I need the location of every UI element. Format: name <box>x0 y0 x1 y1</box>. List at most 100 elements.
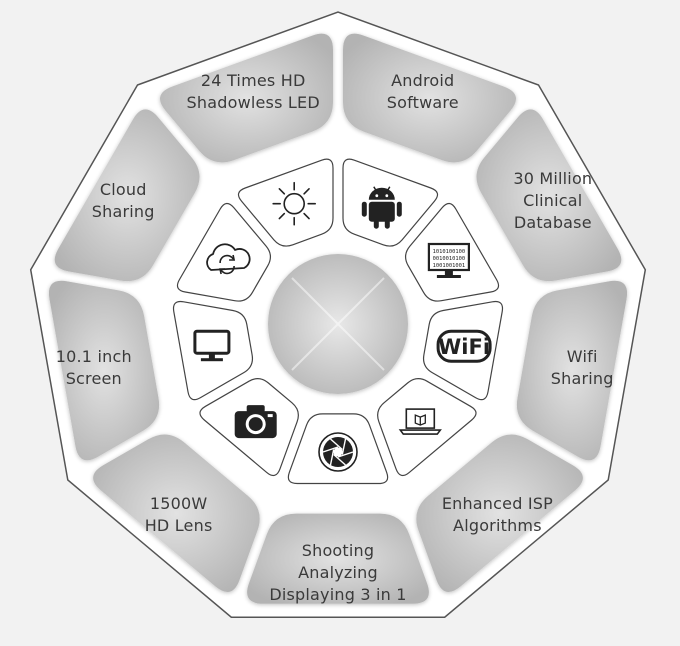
aperture-ring <box>318 432 358 472</box>
tile-screen <box>172 300 254 401</box>
tile-isp <box>377 378 477 477</box>
tile-cloud <box>176 202 271 302</box>
segment-lens <box>93 434 260 593</box>
label-line: Sharing <box>551 369 614 388</box>
android-eye <box>385 194 389 198</box>
laptop-base <box>398 429 442 435</box>
segment-led <box>159 33 333 163</box>
segment-android <box>343 33 517 163</box>
label-line: Analyzing <box>298 563 378 582</box>
label-line: Enhanced ISP <box>442 494 553 513</box>
aperture-blade <box>341 438 347 455</box>
camera-lens <box>248 417 263 432</box>
android-arm <box>396 201 402 217</box>
sync-arrowhead <box>219 268 226 275</box>
tile-database <box>405 202 500 302</box>
laptop-book-glyph <box>414 414 426 426</box>
monitor-base <box>436 275 461 278</box>
android-arm <box>361 201 367 217</box>
label-line: 10.1 inch <box>56 347 132 366</box>
camera-icon <box>234 405 277 439</box>
label-line: Screen <box>66 369 122 388</box>
wifi-badge <box>436 329 492 363</box>
label-line: Displaying 3 in 1 <box>269 585 406 604</box>
label-line: Clinical <box>523 191 582 210</box>
tile-led <box>237 158 334 247</box>
label-line: Wifi <box>567 347 598 366</box>
hub-highlight <box>291 277 385 371</box>
label-line: 30 Million <box>513 169 592 188</box>
aperture-icon <box>318 432 358 472</box>
code-line: 1001001001 <box>433 263 465 269</box>
label-led: 24 Times HD Shadowless LED <box>187 71 320 112</box>
sync-arrow <box>219 254 234 264</box>
label-line: Android <box>391 71 454 90</box>
label-line: Software <box>387 93 459 112</box>
android-antenna <box>386 186 391 193</box>
wifi-icon: WiFi <box>436 329 492 363</box>
segment-screen <box>48 280 160 461</box>
monitor-icon <box>193 329 231 362</box>
hub-diagonal <box>291 277 385 371</box>
sync-arrow <box>220 265 235 275</box>
camera-flash <box>267 414 273 418</box>
android-eye <box>375 194 379 198</box>
label-line: 24 Times HD <box>201 71 306 90</box>
label-line: Shooting <box>302 541 375 560</box>
laptop-screen <box>405 408 436 429</box>
monitor-neck <box>444 270 453 275</box>
sync-arrowhead <box>229 254 236 261</box>
tile-wifi <box>422 300 504 401</box>
label-line: Database <box>514 213 592 232</box>
cloud-sync-icon <box>206 243 251 275</box>
label-line: Shadowless LED <box>187 93 320 112</box>
segment-wifi <box>516 280 628 461</box>
laptop-icon <box>398 408 442 435</box>
android-leg <box>384 219 390 229</box>
camera-top <box>246 405 265 413</box>
segment-database <box>476 109 622 282</box>
aperture-blade <box>322 446 339 453</box>
aperture-blade <box>329 449 335 466</box>
label-line: Sharing <box>92 202 155 221</box>
aperture-blade <box>337 451 354 458</box>
segment-shooting <box>247 513 429 604</box>
label-line: Cloud <box>100 180 147 199</box>
sun-icon <box>272 181 317 226</box>
android-leg <box>373 219 379 229</box>
code-line: 0010010100 <box>433 256 465 262</box>
code-line: 1010100100 <box>433 249 465 255</box>
label-lens: 1500W HD Lens <box>145 494 213 535</box>
android-head <box>368 187 395 200</box>
segment-cloud <box>54 109 200 282</box>
android-icon <box>361 186 402 229</box>
aperture-blade <box>330 438 343 451</box>
label-line: Algorithms <box>453 516 542 535</box>
sun-core <box>283 192 306 215</box>
sun-ray <box>303 212 310 220</box>
android-antenna <box>373 186 378 193</box>
aperture-blade <box>333 453 346 466</box>
label-isp: Enhanced ISP Algorithms <box>442 494 553 535</box>
label-line: 1500W <box>150 494 208 513</box>
label-line: HD Lens <box>145 516 213 535</box>
segment-isp <box>416 434 583 593</box>
sun-ray <box>278 188 286 195</box>
cloud-outline <box>206 243 251 271</box>
aperture-center <box>333 447 343 457</box>
monitor-base <box>200 358 223 362</box>
sun-ray <box>303 188 310 195</box>
sun-ray <box>278 212 286 220</box>
android-body <box>368 201 395 222</box>
